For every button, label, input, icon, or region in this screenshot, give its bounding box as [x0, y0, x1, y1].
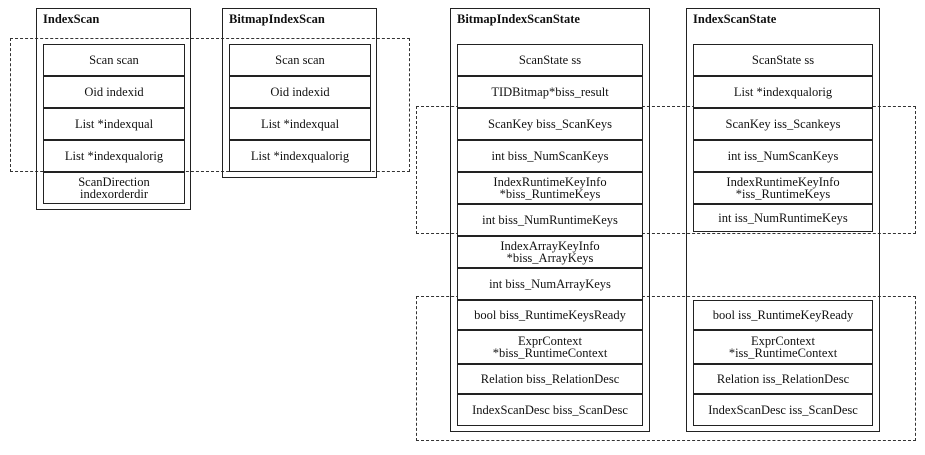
field-index-scan-indexqual: List *indexqual: [43, 108, 185, 140]
field-biss-runtimekeysready: bool biss_RuntimeKeysReady: [457, 300, 643, 330]
field-index-scan-indexorderdir: ScanDirection indexorderdir: [43, 172, 185, 204]
field-biss-scandesc: IndexScanDesc biss_ScanDesc: [457, 394, 643, 426]
field-bitmap-index-scan-indexqualorig: List *indexqualorig: [229, 140, 371, 172]
field-iss-relationdesc: Relation iss_RelationDesc: [693, 364, 873, 394]
field-iss-runtimekeyready: bool iss_RuntimeKeyReady: [693, 300, 873, 330]
struct-title: BitmapIndexScanState: [457, 12, 580, 26]
field-iss-runtimecontext: ExprContext *iss_RuntimeContext: [693, 330, 873, 364]
struct-title: IndexScanState: [693, 12, 777, 26]
struct-bitmap-index-scan-state: BitmapIndexScanState: [450, 8, 650, 432]
field-iss-scandesc: IndexScanDesc iss_ScanDesc: [693, 394, 873, 426]
field-index-scan-indexqualorig: List *indexqualorig: [43, 140, 185, 172]
field-biss-numruntimekeys: int biss_NumRuntimeKeys: [457, 204, 643, 236]
struct-title: BitmapIndexScan: [229, 12, 325, 26]
field-biss-numscankeys: int biss_NumScanKeys: [457, 140, 643, 172]
field-index-scan-indexid: Oid indexid: [43, 76, 185, 108]
field-index-scan-scan: Scan scan: [43, 44, 185, 76]
field-iss-indexqualorig: List *indexqualorig: [693, 76, 873, 108]
struct-bitmap-index-scan: BitmapIndexScan: [222, 8, 377, 178]
field-biss-numarraykeys: int biss_NumArrayKeys: [457, 268, 643, 300]
field-biss-runtimekeys: IndexRuntimeKeyInfo *biss_RuntimeKeys: [457, 172, 643, 204]
field-iss-scankeys: ScanKey iss_Scankeys: [693, 108, 873, 140]
field-bitmap-index-scan-indexid: Oid indexid: [229, 76, 371, 108]
field-biss-runtimecontext: ExprContext *biss_RuntimeContext: [457, 330, 643, 364]
field-biss-result: TIDBitmap*biss_result: [457, 76, 643, 108]
struct-index-scan: IndexScan: [36, 8, 191, 210]
field-iss-numruntimekeys: int iss_NumRuntimeKeys: [693, 204, 873, 232]
field-bitmap-index-scan-indexqual: List *indexqual: [229, 108, 371, 140]
field-biss-ss: ScanState ss: [457, 44, 643, 76]
struct-index-scan-state: IndexScanState: [686, 8, 880, 432]
field-iss-numscankeys: int iss_NumScanKeys: [693, 140, 873, 172]
field-biss-arraykeys: IndexArrayKeyInfo *biss_ArrayKeys: [457, 236, 643, 268]
field-biss-relationdesc: Relation biss_RelationDesc: [457, 364, 643, 394]
field-biss-scankeys: ScanKey biss_ScanKeys: [457, 108, 643, 140]
struct-title: IndexScan: [43, 12, 100, 26]
field-bitmap-index-scan-scan: Scan scan: [229, 44, 371, 76]
field-iss-ss: ScanState ss: [693, 44, 873, 76]
field-iss-runtimekeys: IndexRuntimeKeyInfo *iss_RuntimeKeys: [693, 172, 873, 204]
